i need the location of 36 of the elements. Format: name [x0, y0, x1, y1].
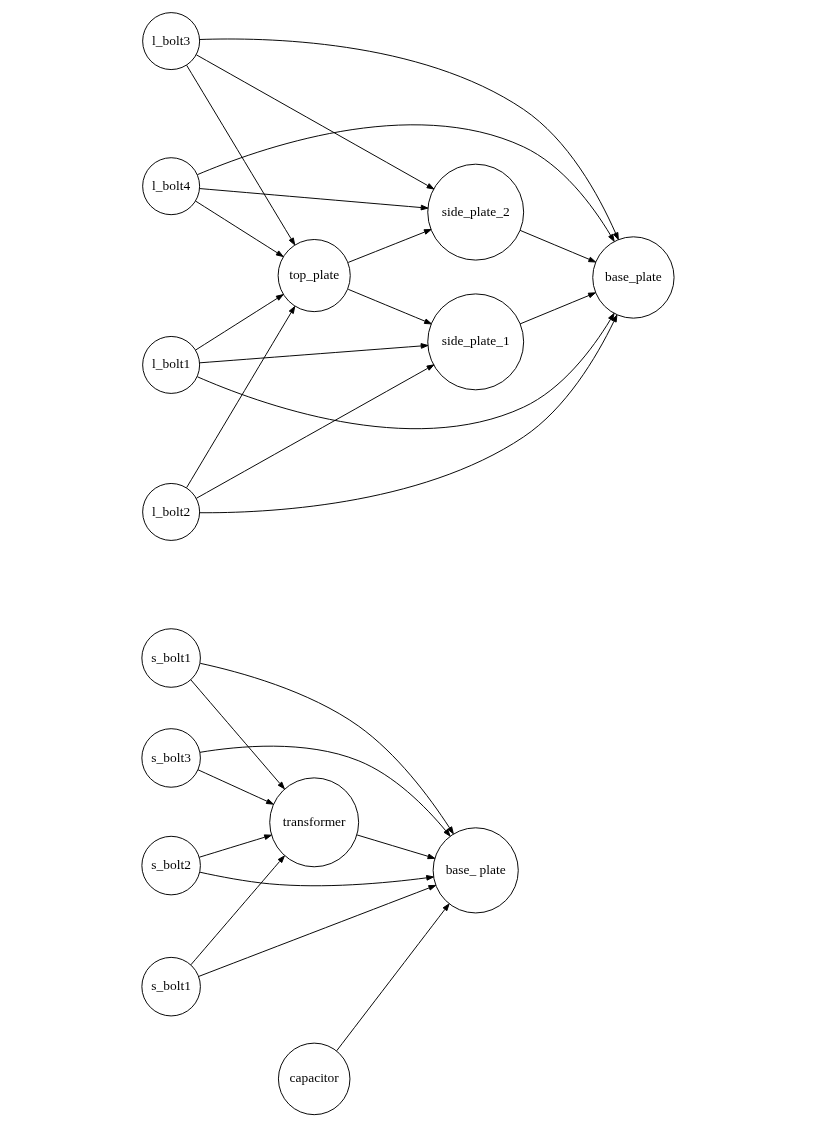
arrow — [196, 124, 615, 242]
node-circle: s_bolt3 — [140, 728, 201, 788]
arrow — [196, 312, 615, 429]
arrow — [198, 745, 451, 837]
arrow — [198, 343, 428, 364]
arrow — [198, 314, 617, 514]
arrow — [347, 288, 432, 325]
arrow — [189, 855, 285, 966]
node-circle: capacitor — [277, 1042, 350, 1116]
node-circle: s_bolt1 — [140, 628, 201, 688]
arrow — [195, 364, 434, 499]
arrow — [519, 292, 596, 325]
arrow — [335, 903, 450, 1052]
arrow — [185, 306, 295, 489]
arrow — [199, 871, 434, 887]
arrow — [198, 188, 428, 211]
arrow — [198, 834, 272, 858]
node-circle: transformer — [268, 777, 359, 868]
node-circle: l_bolt3 — [141, 12, 200, 71]
arrow — [519, 229, 596, 263]
arrow — [356, 834, 435, 860]
arrow — [185, 64, 295, 246]
arrow — [198, 38, 619, 241]
arrow — [199, 662, 454, 835]
arrow — [194, 200, 284, 257]
arrow — [197, 769, 274, 805]
arrow — [194, 294, 284, 351]
node-circle: l_bolt2 — [141, 483, 200, 541]
arrow — [195, 54, 434, 190]
arrow — [189, 679, 285, 790]
node-circle: s_bolt2 — [140, 835, 201, 896]
arrow — [197, 884, 436, 977]
arrow — [347, 229, 432, 263]
node-circle: l_bolt1 — [141, 335, 200, 394]
node-circle: s_bolt1 — [140, 956, 201, 1017]
node-circle: l_bolt4 — [141, 157, 200, 216]
